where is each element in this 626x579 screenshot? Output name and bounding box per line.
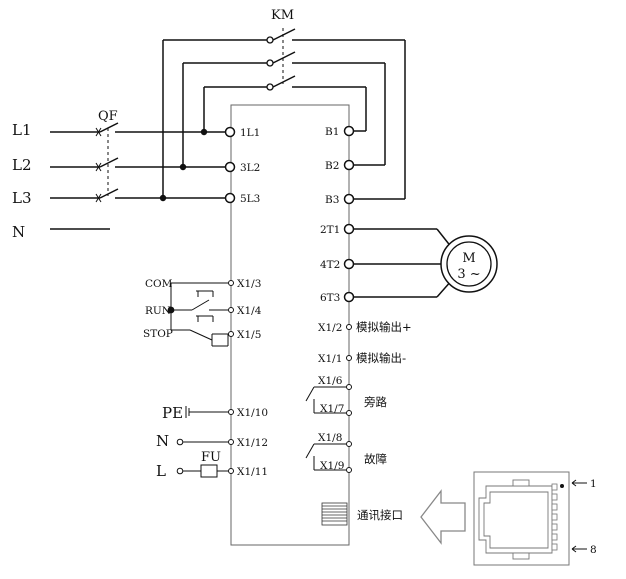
terminal-5l3 [224,192,236,204]
terminal-x1-6: X1/6 [318,375,343,387]
aux-supply: PE X1/10 N X1/12 L FU X1/11 [156,404,268,480]
motor-outer [440,235,498,293]
motor-phase: 3 ~ [457,267,480,282]
km-contactor: KM [159,8,406,202]
rj45-detail: 1 8 [473,471,597,566]
terminal-x1-3: X1/3 [237,278,261,290]
input-label-1l1: 1L1 [240,127,260,139]
terminal-x1-1: X1/1 [318,353,342,365]
label-run: RUN [145,305,171,317]
line-label-l1: L1 [12,121,32,139]
input-terminals: 1L1 3L2 5L3 [224,126,260,205]
analog-out-minus: 模拟输出- [356,351,406,365]
terminal-1l1 [224,126,236,138]
qf-label: QF [98,109,118,124]
motor-letter: M [462,251,475,266]
rj45-pin-1: 1 [590,478,597,490]
motor: M 3 ~ [440,235,498,293]
fuse-label: FU [201,450,221,465]
bypass-terminals: B1 B2 B3 [325,125,355,206]
comm-label: 通讯接口 [357,508,403,522]
terminal-x1-10: X1/10 [237,407,268,419]
relay-bypass-text: 旁路 [364,395,387,409]
line-label-n: N [12,223,25,241]
comm-port: 通讯接口 [321,489,466,545]
rj45-pin-8: 8 [590,544,597,556]
terminal-x1-7: X1/7 [320,403,344,415]
output-terminals: 2T1 4T2 6T3 [320,223,453,304]
fuse-symbol [200,464,218,478]
neutral-label: N [156,432,169,450]
bypass-label-b3: B3 [325,194,339,206]
terminal-x1-8: X1/8 [318,432,342,444]
input-label-3l2: 3L2 [240,162,260,174]
comm-port-grille [321,502,348,526]
line-label-l2: L2 [12,156,32,174]
terminal-x1-12: X1/12 [237,437,268,449]
bypass-label-b1: B1 [325,126,339,138]
motor-inner [446,241,492,287]
output-label-4t2: 4T2 [320,259,340,271]
terminal-x1-5: X1/5 [237,329,261,341]
terminal-x1-2: X1/2 [318,322,342,334]
control-circuit: COM RUN STOP X1/3 X1/4 X1/5 [143,278,262,347]
terminal-x1-4: X1/4 [237,305,262,317]
analog-outputs: X1/2 X1/1 模拟输出+ 模拟输出- [318,320,412,365]
km-label: KM [271,8,294,23]
input-label-5l3: 5L3 [240,193,260,205]
terminal-3l2 [224,161,236,173]
terminal-x1-11: X1/11 [237,466,268,478]
analog-out-plus: 模拟输出+ [356,320,412,334]
relay-outputs: X1/6 X1/7 旁路 X1/8 X1/9 故障 [305,375,387,473]
input-lines: L1 L2 L3 N [12,121,110,241]
relay-fault-text: 故障 [364,452,387,466]
output-label-6t3: 6T3 [320,292,340,304]
output-label-2t1: 2T1 [320,224,340,236]
pe-label: PE [162,404,183,422]
live-label: L [156,462,166,480]
bypass-label-b2: B2 [325,160,339,172]
line-label-l3: L3 [12,189,32,207]
label-com: COM [145,278,173,290]
arrow-left-icon [420,489,466,545]
terminal-x1-9: X1/9 [320,460,344,472]
label-stop: STOP [143,328,173,340]
qf-breaker: QF [95,109,225,203]
